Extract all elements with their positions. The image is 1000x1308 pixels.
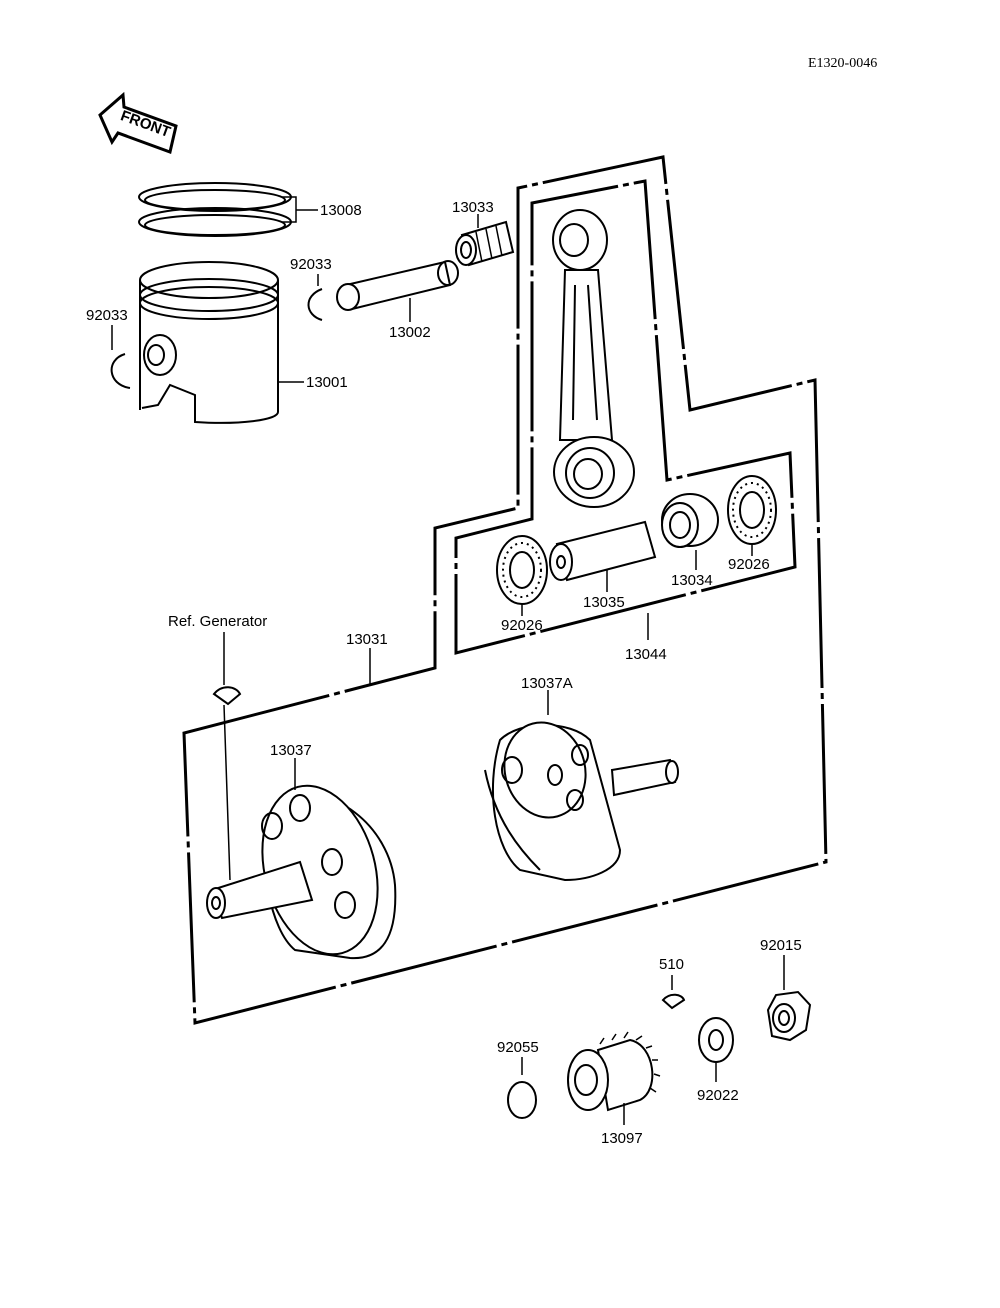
part-label-13008: 13008 [320,202,362,219]
washer-92022 [698,1017,734,1063]
piston-pin [336,260,459,311]
nut-92015 [766,990,812,1042]
assembly-outline-13044 [454,179,797,655]
circlip-right [307,288,323,321]
circlip-92055 [507,1081,537,1119]
crank-pin [549,520,657,582]
part-label-92026-right: 92026 [728,556,770,573]
leader-ref-generator [223,632,231,881]
woodruff-key-510 [661,993,686,1010]
part-label-92015: 92015 [760,937,802,954]
part-label-13031: 13031 [346,631,388,648]
thrust-washer-left [496,535,548,605]
piston-rings [138,182,292,237]
circlip-left [110,353,131,389]
gear-13097 [567,1031,661,1112]
leader-13008 [282,196,318,223]
part-label-13035: 13035 [583,594,625,611]
part-label-510: 510 [659,956,684,973]
part-label-13034: 13034 [671,572,713,589]
thrust-washer-right [727,475,777,545]
front-arrow-icon: FRONT [98,91,178,154]
part-label-92055: 92055 [497,1039,539,1056]
part-label-13001: 13001 [306,374,348,391]
crankshaft-half-left [206,784,397,960]
assembly-outline-13031 [182,155,828,1025]
part-label-92022: 92022 [697,1087,739,1104]
part-label-13037A: 13037A [521,675,573,692]
part-label-13097: 13097 [601,1130,643,1147]
piston [139,261,279,424]
connecting-rod [552,209,635,508]
reference-code: E1320-0046 [808,56,877,71]
part-label-13037: 13037 [270,742,312,759]
part-label-13002: 13002 [389,324,431,341]
part-label-92033-right: 92033 [290,256,332,273]
small-end-bearing [455,220,515,267]
woodruff-key-generator [212,686,242,706]
part-label-92026-left: 92026 [501,617,543,634]
crankshaft-half-right [484,721,679,882]
part-label-13044: 13044 [625,646,667,663]
part-label-13033: 13033 [452,199,494,216]
big-end-bearing [661,493,719,548]
part-label-92033-left: 92033 [86,307,128,324]
ref-generator-label: Ref. Generator [168,613,267,630]
